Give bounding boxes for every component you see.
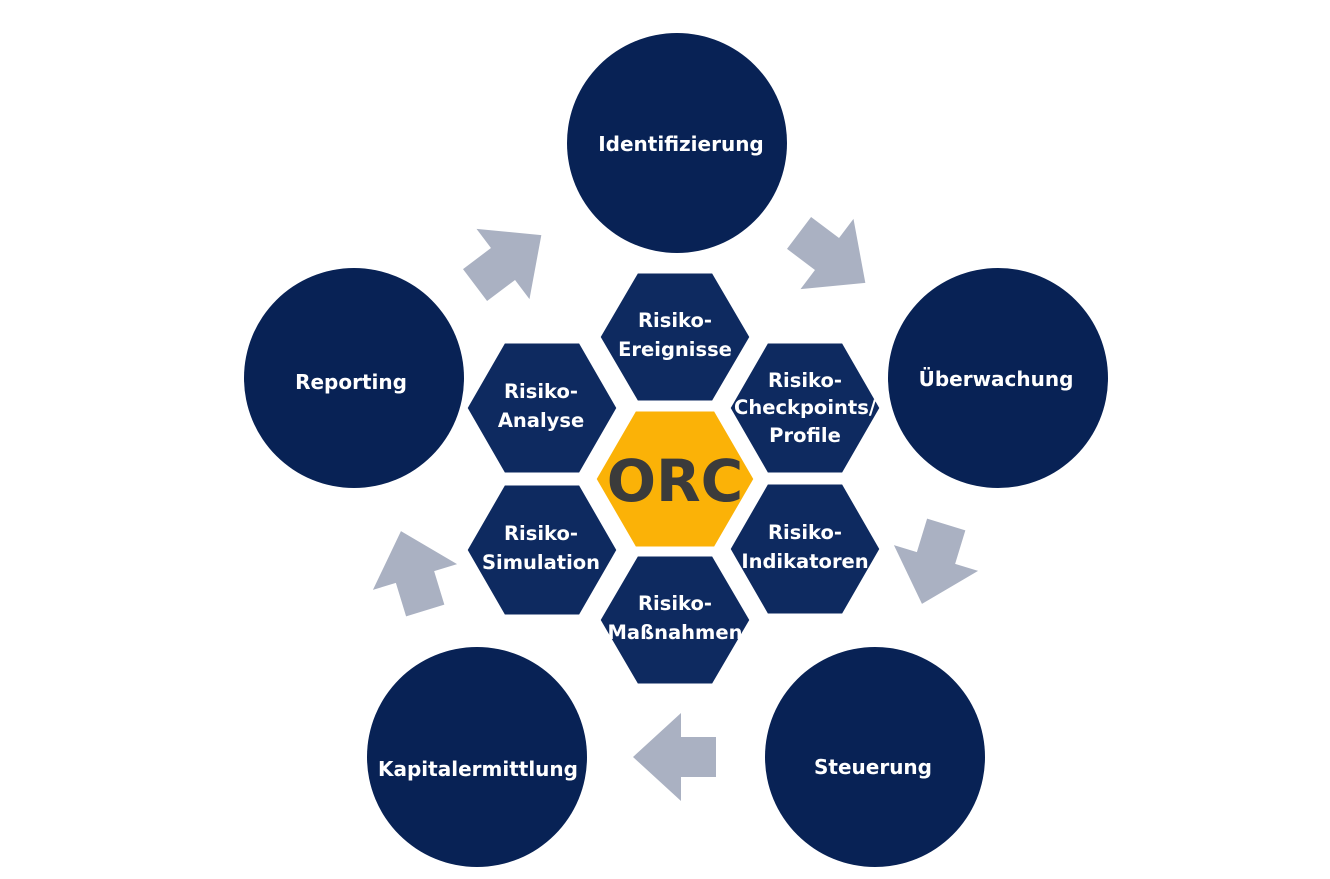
hex-label-line1: Risiko- xyxy=(768,521,842,544)
hex-label-line1: Risiko- xyxy=(638,592,712,615)
stage-label: Steuerung xyxy=(814,755,932,779)
hex-label-line2: Indikatoren xyxy=(741,550,868,573)
hex-label-line1: Risiko- xyxy=(768,369,842,392)
stage-reporting: Reporting xyxy=(244,268,464,488)
center-label: ORC xyxy=(607,447,744,515)
arrow-reporting-to-identifizierung xyxy=(463,228,542,302)
stage-label: Identifizierung xyxy=(598,132,764,156)
stage-label: Überwachung xyxy=(919,367,1074,391)
hex-label-line2: Ereignisse xyxy=(618,338,732,361)
hex-label-line1: Risiko- xyxy=(638,309,712,332)
hex-label-line2: Simulation xyxy=(482,551,600,574)
hex-risiko-analyse: Risiko- Analyse xyxy=(464,340,620,476)
hex-risiko-simulation: Risiko- Simulation xyxy=(464,482,620,618)
stage-label: Kapitalermittlung xyxy=(378,757,578,781)
hex-risiko-indikatoren: Risiko- Indikatoren xyxy=(727,481,883,617)
arrow-kapitalermittlung-to-reporting xyxy=(372,531,458,617)
hex-label-line1: Risiko- xyxy=(504,522,578,545)
arrow-ueberwachung-to-steuerung xyxy=(893,518,979,604)
hex-label-line3: Profile xyxy=(769,424,841,447)
hex-label-line1: Risiko- xyxy=(504,380,578,403)
hex-risiko-ereignisse: Risiko- Ereignisse xyxy=(597,270,753,404)
stage-steuerung: Steuerung xyxy=(765,647,985,867)
arrow-identifizierung-to-ueberwachung xyxy=(787,216,866,290)
arrow-steuerung-to-kapitalermittlung xyxy=(633,713,716,801)
hex-risiko-checkpoints-profile: Risiko- Checkpoints/ Profile xyxy=(727,340,883,476)
hex-label-line2: Analyse xyxy=(498,409,584,432)
hex-label-line2: Checkpoints/ xyxy=(734,396,877,419)
hex-risiko-massnahmen: Risiko- Maßnahmen xyxy=(597,553,753,687)
hex-label-line2: Maßnahmen xyxy=(608,621,743,644)
stage-identifizierung: Identifizierung xyxy=(567,33,787,253)
hex-center-orc: ORC xyxy=(593,408,757,550)
stage-ueberwachung: Überwachung xyxy=(888,268,1108,488)
stage-label: Reporting xyxy=(295,370,407,394)
stage-kapitalermittlung: Kapitalermittlung xyxy=(367,647,587,867)
